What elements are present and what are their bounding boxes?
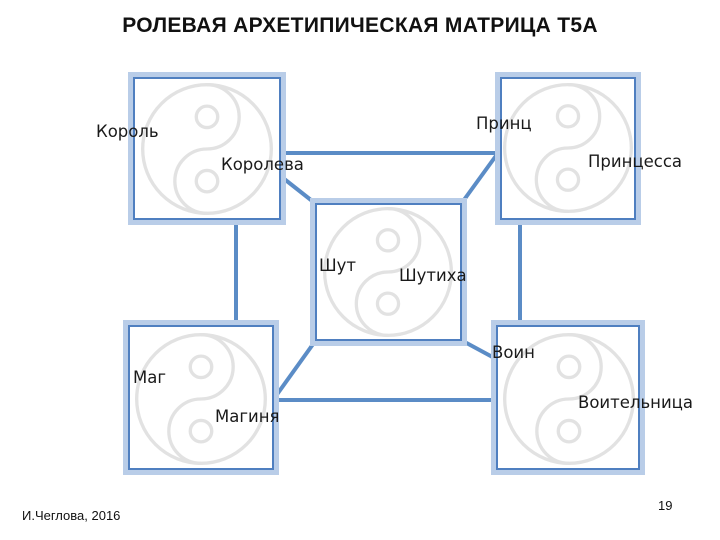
footer-author: И.Чеглова, 2016 [22, 508, 121, 523]
label-voin: Воин [492, 343, 535, 362]
label-shut: Шут [319, 256, 357, 275]
page-number: 19 [658, 498, 673, 513]
label-koroleva: Королева [221, 155, 304, 174]
connectors [234, 151, 522, 402]
label-mag: Маг [133, 368, 167, 387]
label-shutikha: Шутиха [399, 266, 467, 285]
label-maginya: Магиня [215, 407, 280, 426]
box-top-left [128, 72, 286, 225]
box-center [310, 198, 467, 346]
connector-diag-tr [459, 151, 500, 206]
label-printsessa: Принцесса [588, 152, 683, 171]
label-voitelnitsa: Воительница [578, 393, 694, 412]
connector-diag-bl [271, 338, 318, 402]
label-korol: Король [96, 122, 159, 141]
box-bottom-left [123, 320, 279, 475]
box-bottom-right [491, 320, 645, 475]
page-title: РОЛЕВАЯ АРХЕТИПИЧЕСКАЯ МАТРИЦА Т5А [122, 14, 598, 37]
label-prints: Принц [476, 114, 532, 133]
box-top-right [495, 72, 641, 225]
